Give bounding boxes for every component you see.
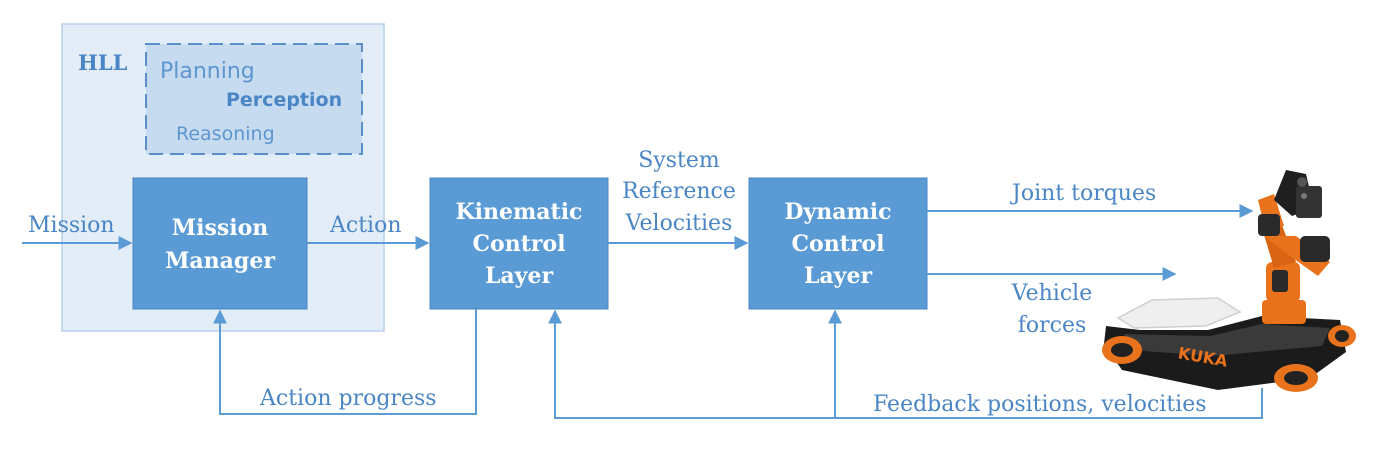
action-signal-label: Action bbox=[329, 213, 402, 238]
mission-manager-block bbox=[132, 177, 308, 310]
feedback-label: Feedback positions, velocities bbox=[873, 392, 1207, 417]
system-reference-label-line3: Velocities bbox=[625, 211, 733, 236]
hll-label: HLL bbox=[78, 50, 128, 75]
dynamic-control-block bbox=[748, 177, 928, 310]
kuka-robot-image: KUKA bbox=[1102, 170, 1356, 392]
vehicle-forces-label-line1: Vehicle bbox=[1011, 281, 1092, 306]
dynamic-label-line2: Control bbox=[792, 231, 885, 257]
dynamic-label-line3: Layer bbox=[804, 263, 873, 289]
action-progress-arrow bbox=[213, 309, 477, 415]
system-reference-label-line1: System bbox=[638, 148, 720, 173]
hll-reasoning: Reasoning bbox=[176, 123, 275, 145]
joint-torques-label: Joint torques bbox=[1010, 181, 1156, 206]
mission-manager-label-line2: Manager bbox=[165, 248, 275, 274]
feedback-arrow bbox=[548, 309, 1263, 419]
hll-planning: Planning bbox=[160, 59, 255, 84]
action-progress-label: Action progress bbox=[259, 386, 437, 411]
dynamic-label-line1: Dynamic bbox=[784, 199, 891, 225]
kinematic-label-line3: Layer bbox=[485, 263, 554, 289]
kinematic-label-line1: Kinematic bbox=[456, 199, 583, 225]
mission-manager-label-line1: Mission bbox=[172, 215, 269, 241]
kinematic-label-line2: Control bbox=[473, 231, 566, 257]
hll-subtasks-box bbox=[145, 43, 363, 155]
mission-signal-label: Mission bbox=[28, 213, 115, 238]
hll-perception: Perception bbox=[226, 89, 342, 111]
vehicle-forces-label-line2: forces bbox=[1018, 313, 1087, 338]
kinematic-control-block bbox=[429, 177, 609, 310]
system-reference-label-line2: Reference bbox=[622, 179, 736, 204]
